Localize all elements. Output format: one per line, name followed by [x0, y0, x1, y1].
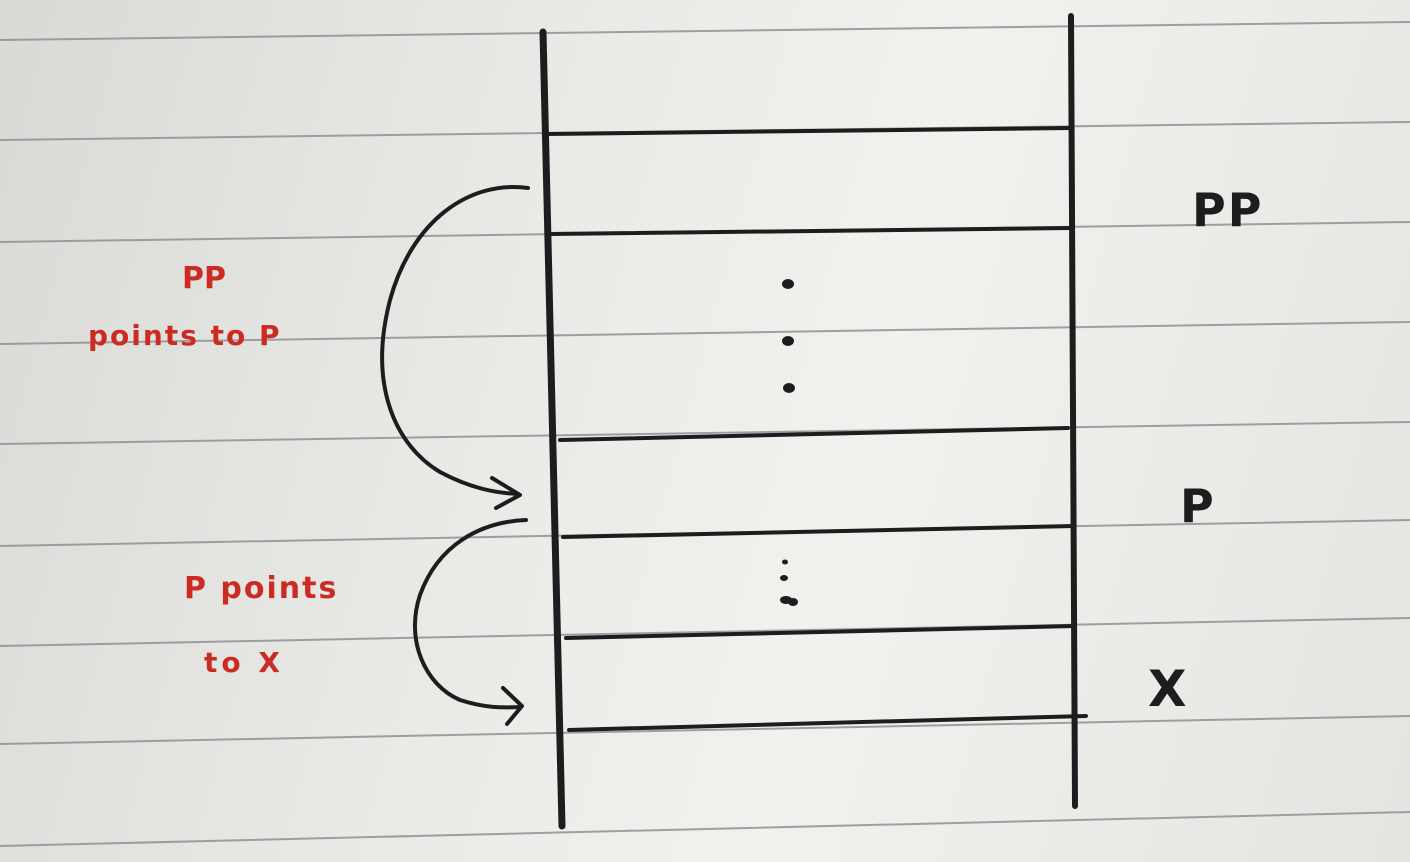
- annotations: PP points to P P points to X: [88, 261, 338, 679]
- dot: [782, 559, 788, 565]
- annotation-p-line1: P points: [184, 571, 338, 606]
- stack-divider: [561, 524, 1076, 539]
- ruled-line: [0, 715, 1410, 745]
- dot: [782, 279, 794, 289]
- ellipsis-dots: [780, 279, 798, 606]
- ruled-lines: [0, 21, 1410, 847]
- ruled-line: [0, 421, 1410, 445]
- arrow-p-to-x: [413, 518, 528, 710]
- ruled-line: [0, 617, 1410, 647]
- ruled-line: [0, 21, 1410, 41]
- annotation-pp-line2: points to P: [88, 319, 282, 352]
- label-x: X: [1148, 660, 1187, 718]
- ruled-line: [0, 321, 1410, 345]
- dot: [788, 598, 798, 606]
- stack-right-wall: [1068, 13, 1078, 809]
- arrowhead-pp-to-p: [490, 476, 522, 510]
- stack-divider: [564, 624, 1076, 640]
- stack-divider: [548, 226, 1074, 236]
- stack-divider: [558, 426, 1070, 442]
- ruled-line: [0, 811, 1410, 847]
- stack-divider: [567, 714, 1088, 732]
- annotation-pp-line1: PP: [182, 261, 226, 296]
- dot: [783, 383, 795, 393]
- dot: [782, 336, 794, 346]
- arrowhead-p-to-x: [501, 686, 524, 726]
- memory-stack: [539, 13, 1088, 830]
- label-p: P: [1180, 479, 1214, 533]
- dot: [780, 575, 788, 581]
- annotation-p-line2: to X: [204, 646, 284, 679]
- arrow-pp-to-p: [380, 185, 530, 496]
- label-pp: PP: [1192, 183, 1263, 237]
- pointer-arrows: [380, 185, 530, 726]
- stack-left-wall: [539, 28, 566, 830]
- stack-divider: [543, 126, 1074, 136]
